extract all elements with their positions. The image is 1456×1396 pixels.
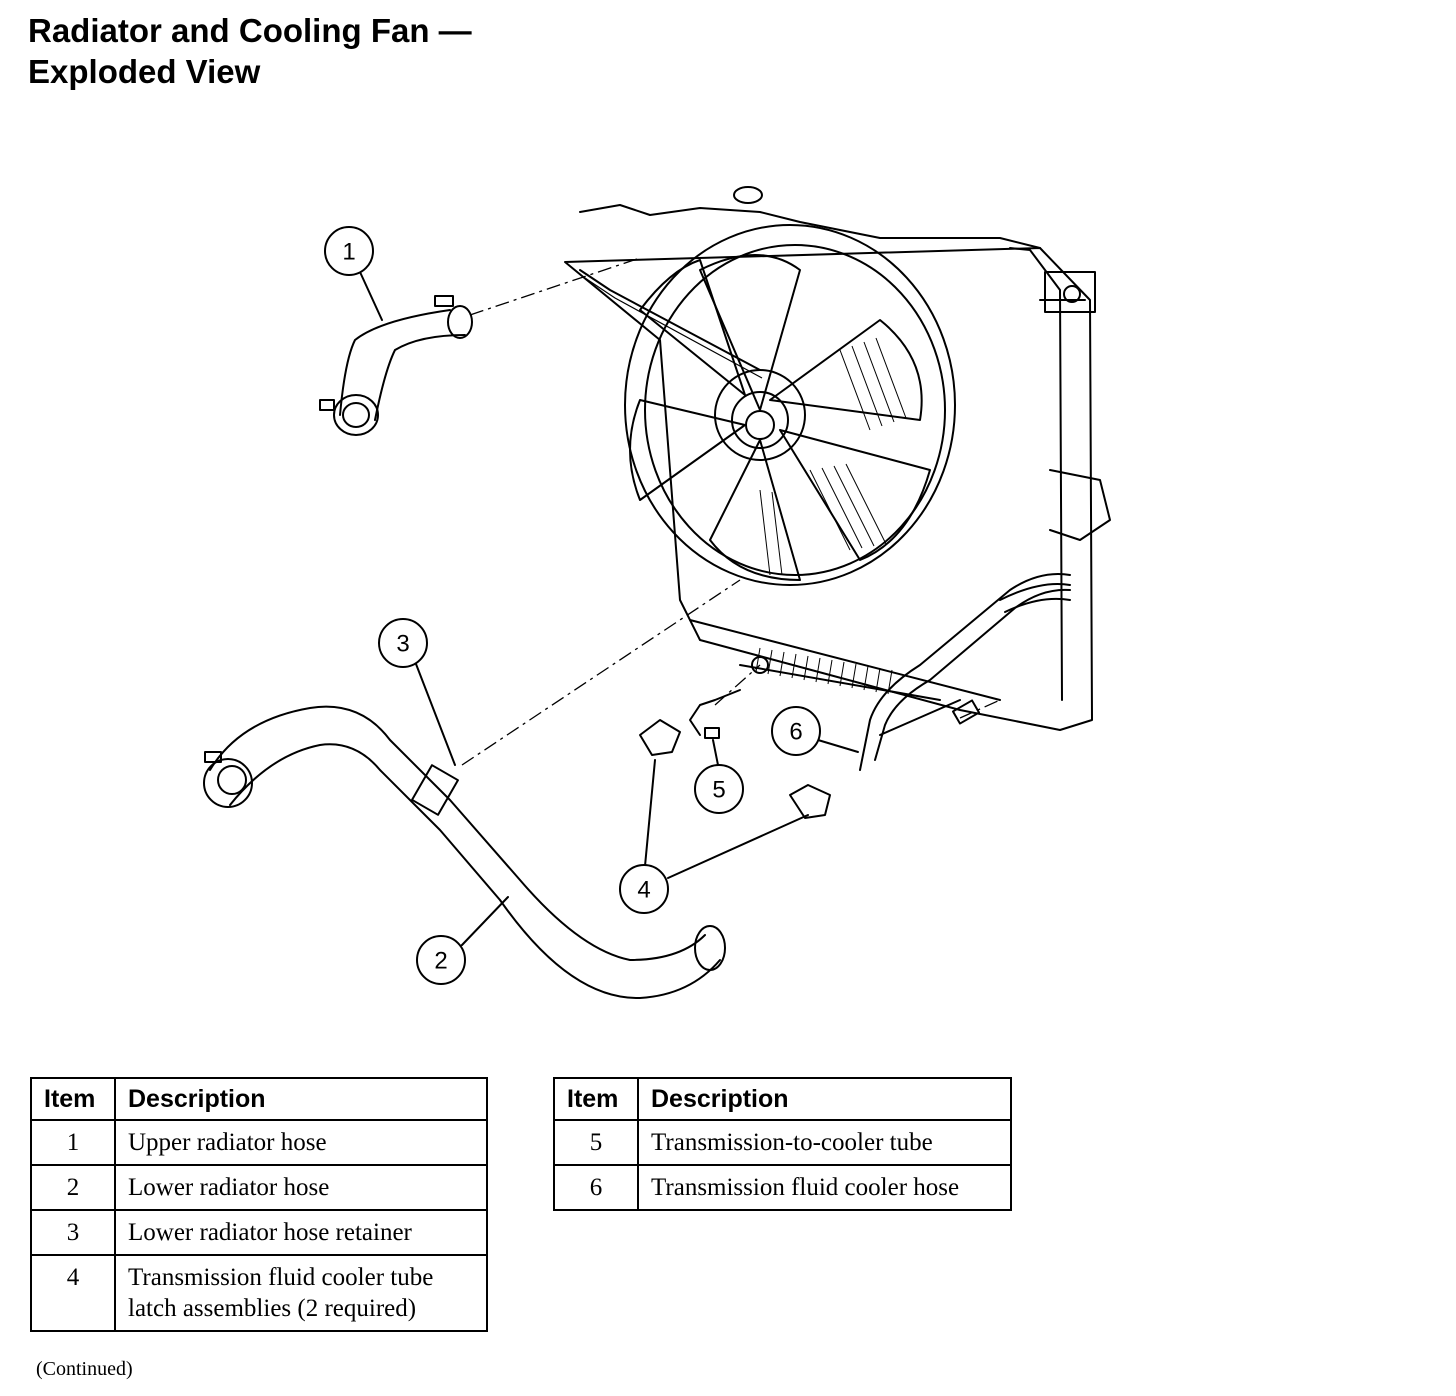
svg-text:6: 6 — [789, 719, 802, 746]
legend-row: 2 Lower radiator hose — [30, 1164, 488, 1211]
item-description: Lower radiator hose — [114, 1164, 488, 1211]
callout-2: 2 — [416, 935, 466, 985]
transmission-to-cooler-tube — [689, 656, 769, 739]
svg-text:2: 2 — [434, 948, 447, 975]
alignment-lines — [461, 257, 1001, 766]
svg-text:4: 4 — [637, 877, 650, 904]
item-number: 3 — [30, 1209, 116, 1256]
page-title: Radiator and Cooling Fan — Exploded View — [28, 10, 472, 92]
item-description: Lower radiator hose retainer — [114, 1209, 488, 1256]
exploded-view-diagram: 1 2 3 4 5 6 — [203, 186, 1111, 1000]
legend-row: 4 Transmission fluid cooler tube latch a… — [30, 1254, 488, 1332]
item-description: Transmission-to-cooler tube — [637, 1119, 1012, 1166]
title-line-2: Exploded View — [28, 53, 261, 90]
legend-row: 6 Transmission fluid cooler hose — [553, 1164, 1012, 1211]
legend-row: 3 Lower radiator hose retainer — [30, 1209, 488, 1256]
legend-row: 1 Upper radiator hose — [30, 1119, 488, 1166]
description-column-header: Description — [637, 1077, 1012, 1121]
fan-assembly — [579, 224, 956, 586]
legend-row: 5 Transmission-to-cooler tube — [553, 1119, 1012, 1166]
callout-4: 4 — [619, 864, 669, 914]
callout-leaders — [359, 271, 859, 946]
transmission-cooler-hose — [859, 573, 1071, 771]
svg-text:3: 3 — [396, 631, 409, 658]
svg-text:5: 5 — [712, 777, 725, 804]
item-description: Transmission fluid cooler tube latch ass… — [114, 1254, 488, 1332]
lower-radiator-hose — [203, 705, 726, 1000]
callout-6: 6 — [771, 706, 821, 756]
item-number: 5 — [553, 1119, 639, 1166]
item-column-header: Item — [30, 1077, 116, 1121]
radiator-assembly — [564, 186, 1111, 731]
item-column-header: Item — [553, 1077, 639, 1121]
callout-1: 1 — [324, 226, 374, 276]
title-line-1: Radiator and Cooling Fan — — [28, 12, 472, 49]
item-number: 1 — [30, 1119, 116, 1166]
legend-header-row: Item Description — [553, 1077, 1012, 1121]
item-description: Transmission fluid cooler hose — [637, 1164, 1012, 1211]
description-column-header: Description — [114, 1077, 488, 1121]
item-description: Upper radiator hose — [114, 1119, 488, 1166]
callout-3: 3 — [378, 618, 428, 668]
item-number: 2 — [30, 1164, 116, 1211]
legend-table-right: Item Description 5 Transmission-to-coole… — [553, 1077, 1012, 1211]
continued-note: (Continued) — [36, 1358, 133, 1380]
latch-assemblies — [639, 719, 831, 819]
svg-text:1: 1 — [342, 239, 355, 266]
legend-table-left: Item Description 1 Upper radiator hose 2… — [30, 1077, 488, 1332]
upper-radiator-hose — [319, 295, 473, 436]
item-number: 4 — [30, 1254, 116, 1332]
callout-5: 5 — [694, 764, 744, 814]
legend-header-row: Item Description — [30, 1077, 488, 1121]
item-number: 6 — [553, 1164, 639, 1211]
